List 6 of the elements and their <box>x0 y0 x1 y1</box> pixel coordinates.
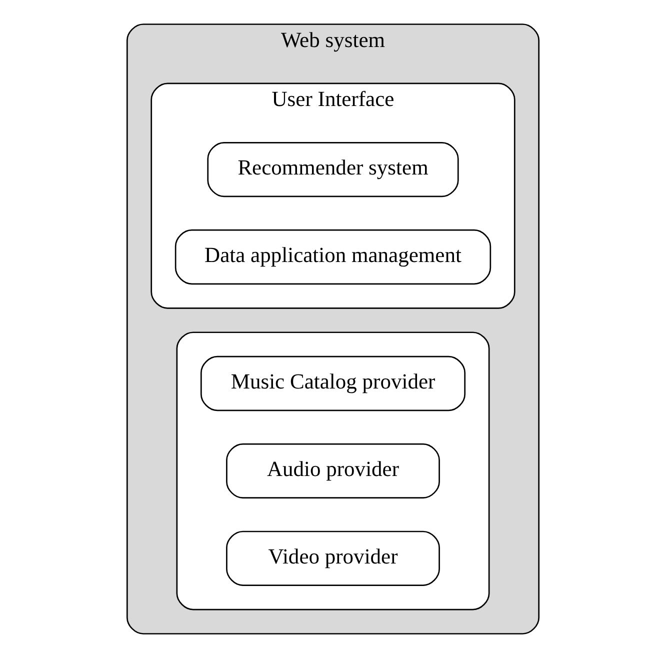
node-box: Music Catalog provider <box>200 356 466 412</box>
node-box: Recommender system <box>207 142 459 198</box>
node-box: Video provider <box>226 530 440 586</box>
cluster <box>176 332 490 610</box>
node-box: Audio provider <box>226 443 440 499</box>
node-box: Data application management <box>174 229 492 285</box>
